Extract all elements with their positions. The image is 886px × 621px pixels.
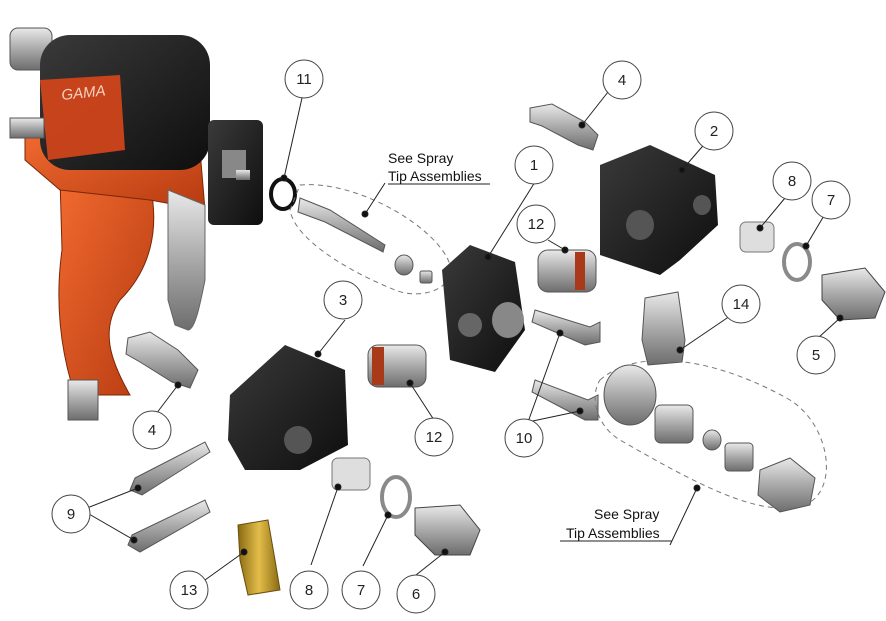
- svg-text:8: 8: [305, 582, 313, 599]
- svg-text:4: 4: [148, 422, 156, 439]
- callout-11: 11: [284, 59, 324, 99]
- svg-text:2: 2: [710, 123, 718, 140]
- part-5-check-fitting: [821, 267, 886, 321]
- callout-7-upper: 7: [811, 180, 851, 220]
- part-4-lower-valve: [125, 331, 199, 389]
- callout-5: 5: [796, 335, 836, 375]
- svg-text:14: 14: [733, 296, 750, 313]
- callout-14: 14: [721, 284, 761, 324]
- part-2-manifold-block: [600, 145, 718, 275]
- lower-tip-body: [654, 404, 694, 444]
- svg-text:13: 13: [181, 582, 198, 599]
- svg-text:9: 9: [67, 506, 75, 523]
- lower-tip-knurled-cap: [603, 364, 657, 426]
- svg-text:3: 3: [339, 292, 347, 309]
- callout-9: 9: [51, 494, 91, 534]
- callout-12-lower: 12: [414, 417, 454, 457]
- lower-spray-tip-group: [594, 359, 827, 513]
- svg-text:5: 5: [812, 347, 820, 364]
- upper-spray-tip-group: [289, 184, 451, 295]
- part-13-brass-fitting: [237, 519, 281, 596]
- svg-text:10: 10: [516, 430, 533, 447]
- upper-tip-insert: [419, 270, 433, 284]
- gun-handle: [58, 177, 155, 396]
- callout-4-upper: 4: [602, 60, 642, 100]
- callout-8-upper: 8: [772, 161, 812, 201]
- part-3-lower-manifold-block: [228, 345, 348, 470]
- callout-8-lower: 8: [289, 570, 329, 610]
- upper-tip-washer: [394, 254, 414, 276]
- svg-text:7: 7: [827, 192, 835, 209]
- callout-12-upper: 12: [516, 204, 556, 244]
- note-lower-line1: See Spray: [594, 506, 659, 522]
- part-9-pin-upper: [129, 441, 211, 496]
- part-14-fitting: [641, 291, 686, 366]
- upper-tip-dashed-outline: [289, 184, 451, 295]
- part-10-bolt-upper: [531, 309, 601, 346]
- svg-text:6: 6: [412, 586, 420, 603]
- callout-4-lower: 4: [132, 410, 172, 450]
- callout-6: 6: [396, 574, 436, 614]
- upper-tip-needle: [297, 197, 386, 253]
- gun-inlet-fitting: [67, 379, 99, 421]
- lower-tip-seal: [702, 429, 722, 451]
- callout-2: 2: [694, 111, 734, 151]
- note-lower-line2: Tip Assemblies: [566, 525, 660, 541]
- note-lower-see-spray-tip: See Spray Tip Assemblies: [566, 506, 660, 541]
- part-7-upper-ring: [782, 242, 812, 282]
- part-8-lower-filter: [331, 457, 371, 491]
- part-8-upper-filter: [739, 221, 775, 253]
- part-7-lower-ring: [380, 475, 412, 519]
- gun-trigger: [167, 189, 206, 331]
- lower-tip-hex-nut: [757, 457, 816, 513]
- part-6-check-fitting: [414, 504, 481, 556]
- part-12-upper-cartridge: [537, 249, 597, 293]
- svg-text:12: 12: [426, 429, 443, 446]
- callout-bubbles: 11 4 2 1 12 8 7 3 14 5 4 12 10 9 13 8 7 …: [51, 59, 851, 614]
- svg-text:8: 8: [788, 173, 796, 190]
- note-upper-see-spray-tip: See Spray Tip Assemblies: [388, 150, 482, 184]
- part-4-upper-valve: [529, 103, 599, 151]
- svg-text:11: 11: [296, 71, 312, 88]
- part-9-pin-lower: [127, 499, 211, 553]
- callout-1: 1: [514, 145, 554, 185]
- part-11-o-ring: [269, 177, 297, 211]
- spray-gun: GAMA: [9, 27, 263, 421]
- svg-text:4: 4: [618, 72, 626, 89]
- callout-7-lower: 7: [341, 570, 381, 610]
- svg-text:12: 12: [528, 216, 545, 233]
- callout-3: 3: [323, 280, 363, 320]
- lower-tip-nozzle: [724, 442, 754, 472]
- svg-text:1: 1: [530, 157, 538, 174]
- part-1-center-block: [442, 245, 525, 372]
- callout-13: 13: [169, 570, 209, 610]
- gun-brand-logo: GAMA: [61, 82, 107, 104]
- svg-text:7: 7: [357, 582, 365, 599]
- note-upper-line2: Tip Assemblies: [388, 168, 482, 184]
- lower-tip-dashed-outline: [594, 359, 827, 509]
- gun-air-fitting: [9, 117, 45, 139]
- note-upper-line1: See Spray: [388, 150, 453, 166]
- callout-10: 10: [504, 418, 544, 458]
